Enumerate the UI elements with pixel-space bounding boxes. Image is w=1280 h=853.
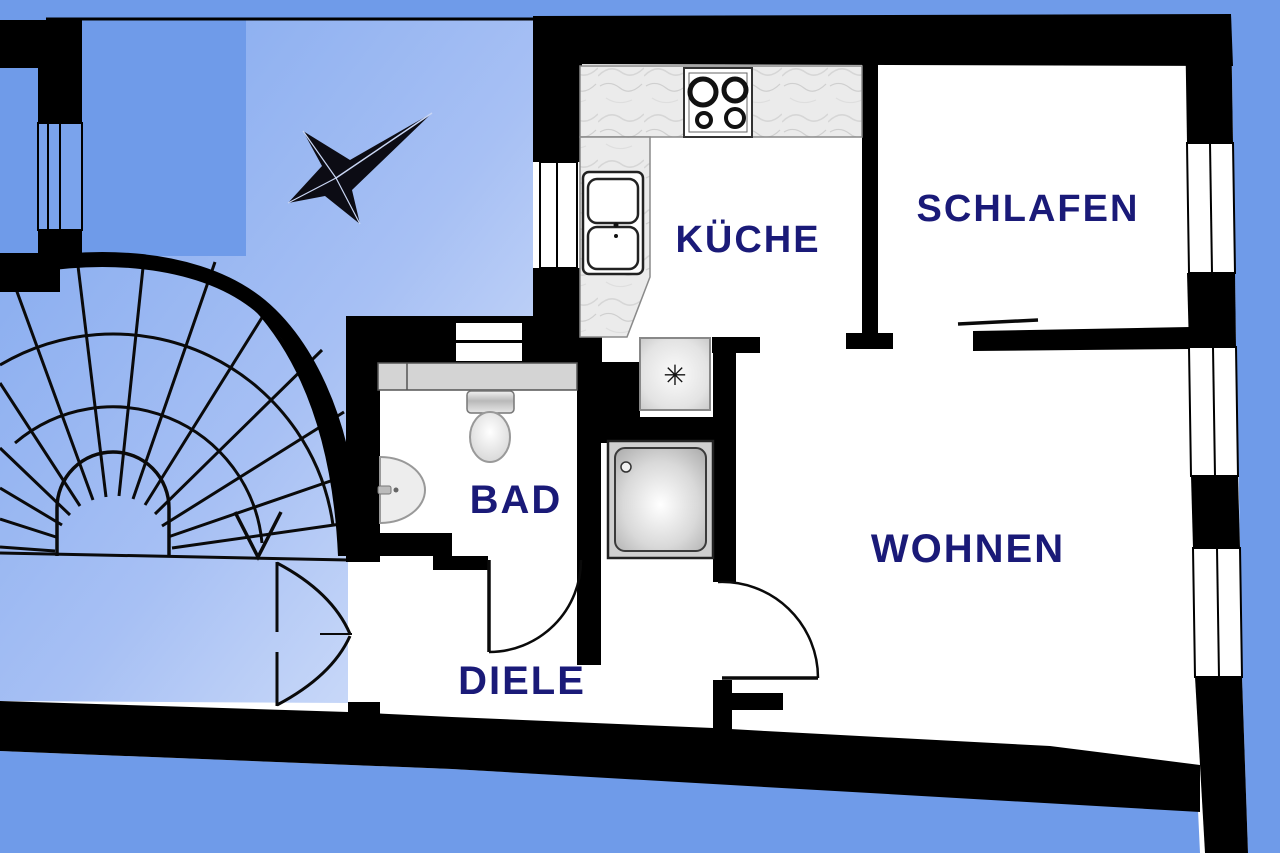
- burner-large-right: [721, 76, 749, 104]
- wall-shaft-west: [601, 362, 640, 417]
- sink-basin-top: [586, 177, 640, 225]
- wall-bottom: [0, 701, 1200, 812]
- sink-basin-bottom: [586, 225, 640, 271]
- toilet: [466, 390, 515, 463]
- door-wohnen: [717, 580, 820, 680]
- stair-newel-arch: [55, 450, 171, 556]
- sink-faucet-dot: [613, 222, 619, 228]
- shower-tray: [606, 439, 715, 560]
- stair-steps: [0, 257, 349, 553]
- sink-drain-dot: [614, 234, 618, 238]
- service-shaft: ✳: [639, 337, 711, 411]
- washbasin: [377, 455, 426, 525]
- staircase: [0, 257, 349, 562]
- window-kueche: [539, 161, 578, 269]
- window-wohnen-2: [1191, 547, 1244, 678]
- wall-diele-stub-h: [732, 693, 783, 710]
- label-bad: BAD: [470, 478, 563, 522]
- window-wohnen-1: [1187, 346, 1240, 477]
- wall-bad-south-step1: [380, 533, 452, 556]
- wall-bad-west: [346, 362, 380, 562]
- wall-wohnen-west: [713, 337, 736, 582]
- washbasin-faucet: [377, 485, 392, 495]
- toilet-bowl: [469, 411, 511, 463]
- wall-schlafen-south: [973, 327, 1190, 351]
- shaft-marker: ✳: [663, 359, 686, 392]
- entrance-double-door: [275, 561, 352, 707]
- wall-right-2: [1187, 273, 1236, 347]
- bathroom-counter: [377, 362, 578, 391]
- wall-kitchen-west-upper: [533, 20, 582, 162]
- wall-kueche-south: [712, 337, 760, 353]
- wall-right-4: [1195, 677, 1248, 853]
- stair-landing-line: [0, 551, 349, 562]
- wall-kueche-schlafen: [862, 62, 878, 333]
- toilet-tank: [466, 390, 515, 414]
- stair-outer-wall-thickening: [240, 295, 349, 556]
- stair-outer-wall: [0, 252, 357, 556]
- wall-bottom-step: [348, 702, 380, 717]
- room-labels: KÜCHE SCHLAFEN BAD WOHNEN DIELE: [458, 188, 1140, 703]
- wall-top: [533, 14, 1233, 66]
- kitchen-sink: [581, 170, 645, 276]
- wall-left-base: [0, 253, 60, 292]
- doors: [275, 318, 1039, 707]
- windows: [37, 122, 1244, 678]
- wall-top-left-corner: [0, 20, 82, 68]
- stair-outer-arc-line: [0, 332, 335, 526]
- shower-drain: [620, 461, 632, 473]
- wall-bottom-notch: [735, 712, 764, 729]
- wall-right-1: [1185, 16, 1233, 143]
- burner-small-left: [695, 111, 713, 129]
- wall-bad-south-step2: [433, 556, 488, 570]
- label-wohnen: WOHNEN: [871, 527, 1065, 571]
- window-schlafen: [1185, 142, 1237, 274]
- label-diele: DIELE: [458, 659, 586, 703]
- compass-icon: [287, 112, 433, 225]
- wall-bad-east: [577, 362, 601, 665]
- wall-left-upper: [38, 68, 82, 123]
- stair-inner-arc: [14, 405, 264, 544]
- label-schlafen: SCHLAFEN: [917, 188, 1140, 230]
- washbasin-drain: [393, 487, 399, 493]
- pass-through-bad: [456, 323, 522, 361]
- stove: [683, 67, 753, 138]
- door-schlafen-leaf: [957, 318, 1039, 326]
- window-stairwell-left: [37, 122, 83, 231]
- burner-large-left: [687, 76, 719, 108]
- stair-direction-arrow: [233, 511, 283, 561]
- stairwell-area: [0, 19, 533, 712]
- label-kueche: KÜCHE: [675, 218, 820, 261]
- walls: [0, 14, 1248, 853]
- wall-diele-stub-v: [713, 680, 732, 733]
- burner-small-right: [724, 107, 746, 129]
- wall-shaft-south: [601, 417, 713, 443]
- wall-right-3: [1191, 476, 1240, 548]
- wall-kueche-schlafen-foot: [846, 333, 893, 349]
- door-bad: [487, 559, 583, 654]
